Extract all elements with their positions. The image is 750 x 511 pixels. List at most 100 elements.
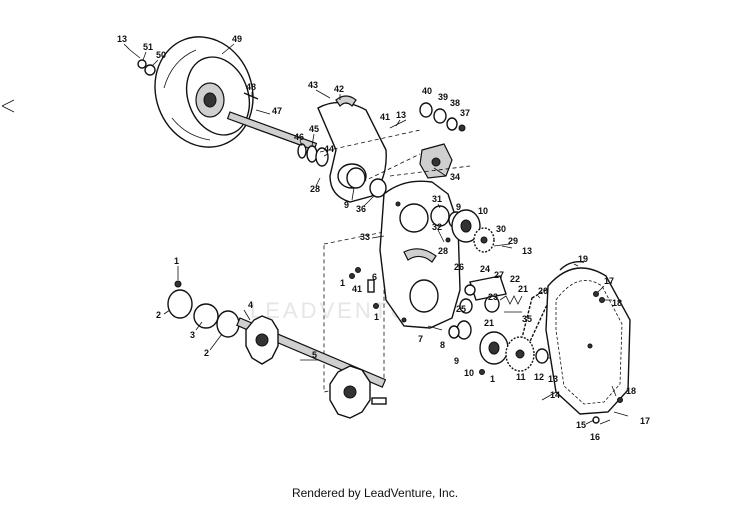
flange-2b: [216, 310, 240, 338]
bolt-1d: [479, 369, 485, 375]
leader-lines: [123, 43, 617, 425]
screw-hole-b: [445, 237, 451, 243]
label-1d: 1: [490, 374, 495, 384]
pin-7: [427, 325, 443, 331]
bolt-41: [389, 119, 407, 129]
bushing-26: [464, 284, 476, 296]
label-48: 48: [246, 82, 256, 92]
label-40: 40: [422, 86, 432, 96]
label-50: 50: [156, 50, 166, 60]
label-10a: 10: [478, 206, 488, 216]
label-27: 27: [494, 270, 504, 280]
label-46: 46: [294, 132, 304, 142]
part-40: [419, 102, 433, 118]
margin-mark: [1, 99, 15, 113]
bolt-16: [599, 419, 611, 425]
shaft-47: [226, 111, 318, 151]
label-6: 6: [372, 272, 377, 282]
sprocket-bore: [480, 236, 488, 244]
washer-46: [297, 143, 307, 159]
label-36: 36: [356, 204, 366, 214]
label-4: 4: [248, 300, 253, 310]
flange-10b-bore: [488, 341, 500, 355]
clutch-bore: [203, 92, 217, 108]
label-22: 22: [510, 274, 520, 284]
seal-8: [448, 325, 460, 339]
fill-plug: [587, 343, 593, 349]
part-37: [458, 124, 466, 132]
pin-48: [243, 92, 259, 100]
bolt-13: [129, 49, 141, 59]
upper-bore: [399, 203, 429, 233]
lower-sprocket-assembly: [456, 320, 560, 372]
label-41b: 41: [352, 284, 362, 294]
chaincase-hardware: [349, 267, 485, 375]
label-28b: 28: [438, 246, 448, 256]
label-31: 31: [432, 194, 442, 204]
label-24: 24: [480, 264, 490, 274]
label-17b: 17: [640, 416, 650, 426]
label-44: 44: [324, 144, 334, 154]
sprocket-11-bore: [515, 349, 525, 359]
label-13a: 13: [117, 34, 127, 44]
washer-15: [592, 416, 600, 424]
label-7: 7: [418, 334, 423, 344]
label-35: 35: [522, 314, 532, 324]
label-20: 20: [538, 286, 548, 296]
label-25: 25: [456, 304, 466, 314]
label-15: 15: [576, 420, 586, 430]
label-49: 49: [232, 34, 242, 44]
label-34: 34: [450, 172, 460, 182]
label-21a: 21: [518, 284, 528, 294]
nut-41b: [355, 267, 361, 273]
guide-lines-upper: [319, 129, 471, 189]
sprocket-rear-hub: [343, 385, 357, 399]
washer-51: [137, 59, 147, 69]
label-28a: 28: [310, 184, 320, 194]
cover-rim: [555, 280, 623, 405]
label-43: 43: [308, 80, 318, 90]
screw-hole-a: [395, 201, 401, 207]
bolt-18a: [599, 297, 605, 303]
bolt-1a: [174, 280, 182, 288]
chain-tensioner: [459, 275, 523, 314]
gasket-19: [559, 260, 585, 271]
cover-14: [545, 267, 631, 415]
label-42: 42: [334, 84, 344, 94]
label-18b: 18: [626, 386, 636, 396]
spacer-6: [367, 279, 375, 293]
label-9b: 9: [456, 202, 461, 212]
label-16: 16: [590, 432, 600, 442]
bearing-9a: [346, 167, 366, 189]
sprocket-4-hub: [255, 333, 269, 347]
part-38: [446, 117, 458, 131]
label-26: 26: [454, 262, 464, 272]
label-13b: 13: [396, 110, 406, 120]
roller-23: [484, 295, 500, 313]
label-21b: 21: [484, 318, 494, 328]
bolt-17b: [613, 411, 629, 417]
label-47: 47: [272, 106, 282, 116]
track-drive-axle: [167, 280, 387, 419]
label-13d: 13: [548, 374, 558, 384]
label-2b: 2: [204, 348, 209, 358]
bolt-18b: [617, 397, 623, 403]
label-41a: 41: [380, 112, 390, 122]
label-9a: 9: [344, 200, 349, 210]
clip-43: [335, 95, 357, 107]
upper-sprocket-assembly: [451, 209, 511, 253]
screw-hole-c: [401, 317, 407, 323]
spring-22: [499, 295, 523, 305]
label-1a: 1: [174, 256, 179, 266]
clutch-ribs: [163, 49, 211, 141]
label-12: 12: [534, 372, 544, 382]
label-39: 39: [438, 92, 448, 102]
label-11: 11: [516, 372, 526, 382]
bolt-1c: [373, 303, 379, 309]
label-18a: 18: [612, 298, 622, 308]
flange-bore: [460, 219, 472, 233]
label-5: 5: [312, 350, 317, 360]
drive-clutch-assembly: [129, 36, 254, 148]
label-23: 23: [488, 292, 498, 302]
